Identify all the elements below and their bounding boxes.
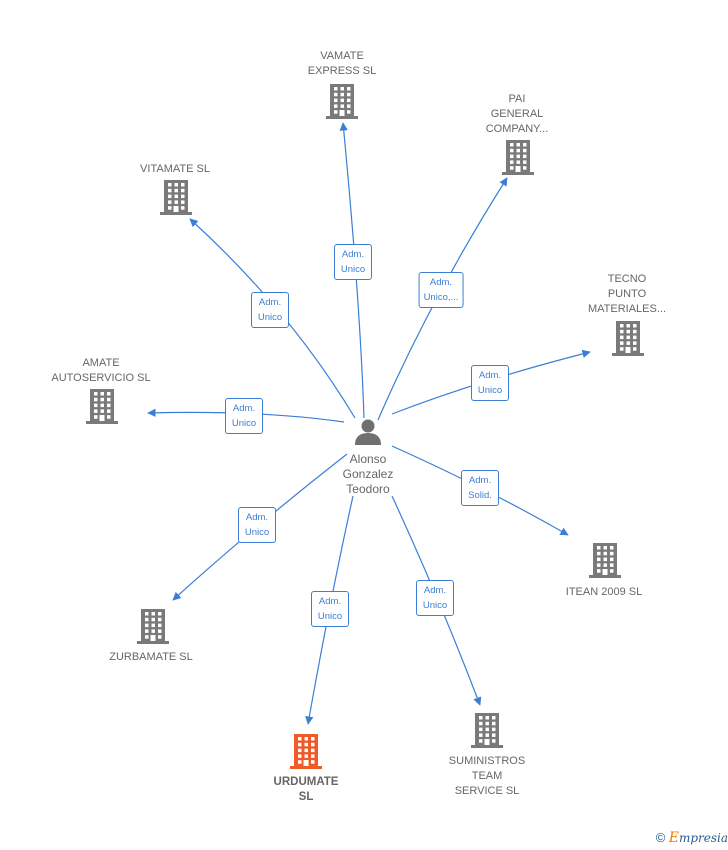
building-icon[interactable] [471, 713, 503, 748]
edge-label-itean: Adm. Solid. [461, 470, 499, 506]
edge-label-urdumate: Adm. Unico [311, 591, 349, 627]
building-icon[interactable] [612, 321, 644, 356]
building-icon[interactable] [589, 543, 621, 578]
building-icon[interactable] [326, 84, 358, 119]
company-name-vamate[interactable]: VAMATE EXPRESS SL [307, 50, 377, 77]
brand-name: mpresia [678, 831, 728, 845]
company-name-tecno[interactable]: TECNO PUNTO MATERIALES... [587, 273, 667, 315]
building-icon[interactable] [502, 140, 534, 175]
building-icon[interactable] [290, 734, 322, 769]
edge-label-pai: Adm. Unico,... [418, 272, 464, 308]
edge-label-vitamate: Adm. Unico [251, 292, 289, 328]
company-name-zurbamate[interactable]: ZURBAMATE SL [109, 651, 193, 663]
edge-label-suministros: Adm. Unico [416, 580, 454, 616]
footer-brand: © Empresia [656, 830, 728, 846]
person-name[interactable]: Alonso Gonzalez Teodoro [342, 452, 394, 496]
edge-label-vamate: Adm. Unico [334, 244, 372, 280]
company-name-itean[interactable]: ITEAN 2009 SL [565, 586, 643, 598]
building-icon[interactable] [137, 609, 169, 644]
edge-label-amate: Adm. Unico [225, 398, 263, 434]
company-name-urdumate[interactable]: URDUMATE SL [273, 776, 339, 803]
building-icon[interactable] [86, 389, 118, 424]
edge-vamate [339, 122, 365, 419]
company-name-pai[interactable]: PAI GENERAL COMPANY... [485, 93, 549, 135]
company-name-suministros[interactable]: SUMINISTROS TEAM SERVICE SL [448, 755, 526, 797]
brand-initial: E [668, 830, 679, 846]
copyright-icon: © [655, 830, 666, 845]
person-icon[interactable] [355, 419, 381, 446]
company-name-vitamate[interactable]: VITAMATE SL [140, 163, 210, 175]
company-name-amate[interactable]: AMATE AUTOSERVICIO SL [51, 357, 151, 384]
edge-label-tecno: Adm. Unico [471, 365, 509, 401]
edge-label-zurbamate: Adm. Unico [238, 507, 276, 543]
building-icon[interactable] [160, 180, 192, 215]
